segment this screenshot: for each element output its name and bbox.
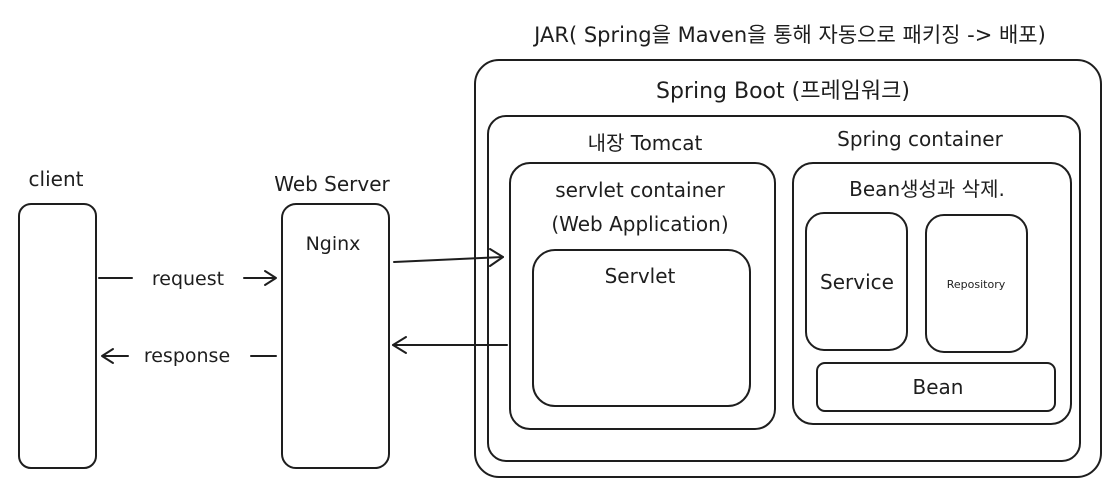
spring-boot-container [487, 115, 1081, 462]
bean-label: Bean [913, 375, 964, 399]
arrow-to-servlet-container [393, 256, 504, 263]
response-label: response [144, 345, 230, 367]
arrowhead-from-servlet-container [392, 336, 407, 354]
web-application-label: (Web Application) [551, 212, 728, 236]
arrowhead-to-servlet-container [489, 248, 504, 267]
request-arrowhead [264, 270, 277, 286]
client-box [18, 203, 97, 469]
bean-box [816, 362, 1056, 412]
bean-lifecycle-label: Bean생성과 삭제. [849, 177, 1005, 201]
repository-label: Repository [947, 278, 1006, 291]
tomcat-label: 내장 Tomcat [588, 131, 703, 155]
response-arrowhead [101, 348, 114, 364]
servlet-container-label: servlet container [555, 178, 725, 202]
servlet-container [509, 162, 776, 430]
request-label: request [152, 268, 224, 290]
web-server-label: Web Server [274, 172, 390, 196]
jar-title: JAR( Spring을 Maven을 통해 자동으로 패키징 -> 배포) [532, 23, 1046, 47]
servlet-label: Servlet [605, 264, 676, 288]
client-label: client [29, 167, 84, 191]
spring-container [792, 162, 1072, 425]
nginx-label: Nginx [306, 233, 361, 255]
servlet-box [532, 249, 751, 407]
spring-boot-label: Spring Boot (프레임워크) [656, 79, 910, 104]
spring-container-label: Spring container [837, 127, 1003, 151]
web-server-box [281, 203, 390, 469]
jar-container [474, 59, 1102, 478]
repository-box [925, 214, 1028, 353]
service-box [805, 212, 908, 351]
service-label: Service [820, 270, 894, 294]
